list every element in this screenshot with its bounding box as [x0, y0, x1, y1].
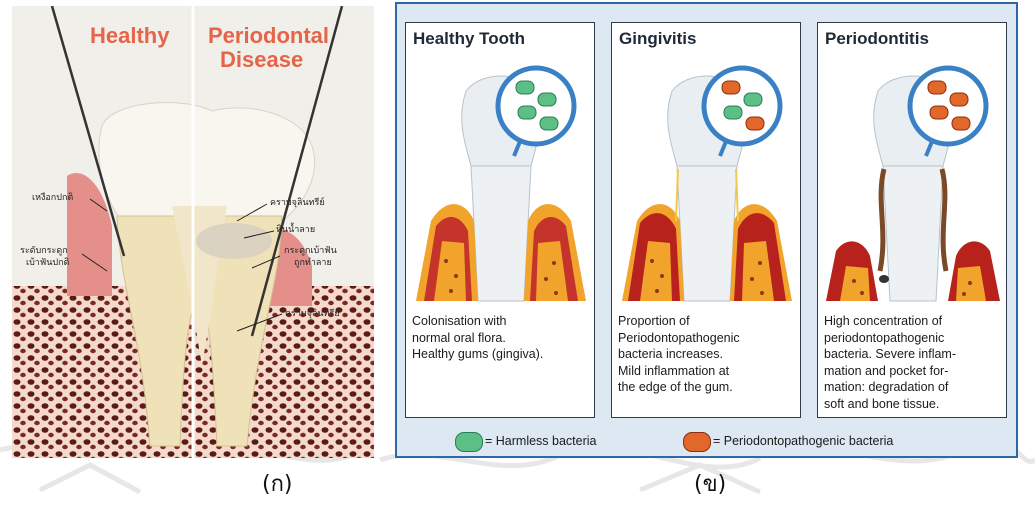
label-calculus: หินน้ำลาย — [276, 225, 315, 236]
panel-b-disease-stages: Healthy Tooth Colonisation with normal o… — [395, 2, 1018, 458]
label-bone-level-2: เบ้าฟันปกติ — [26, 258, 69, 269]
stage-description: Colonisation with normal oral flora. Hea… — [412, 313, 592, 363]
heading-periodontal: Periodontal — [208, 24, 329, 48]
periodontal-comparison-illustration — [12, 6, 374, 458]
stage-gingivitis: Gingivitis Proportion of Periodontopatho… — [611, 22, 801, 418]
stage-description: Proportion of Periodontopathogenic bacte… — [618, 313, 798, 396]
healthy-tooth-illustration — [406, 51, 595, 313]
caption-b: (ข) — [694, 466, 726, 501]
legend-pathogenic: = Periodontopathogenic bacteria — [713, 434, 893, 448]
periodontitis-illustration — [818, 51, 1007, 313]
caption-a: (ก) — [262, 466, 293, 501]
label-bone-level-1: ระดับกระดูก — [20, 246, 68, 257]
stage-description: High concentration of periodontopathogen… — [824, 313, 1004, 412]
label-bone-destroyed-2: ถูกทำลาย — [294, 258, 332, 269]
stage-title: Healthy Tooth — [413, 29, 525, 49]
heading-disease: Disease — [220, 48, 303, 72]
stage-title: Periodontitis — [825, 29, 929, 49]
label-plaque-top: คราบจุลินทรีย์ — [270, 198, 325, 209]
panel-a-periodontal-illustration: Healthy Periodontal Disease เหงือกปกติ ร… — [12, 6, 374, 458]
stage-healthy-tooth: Healthy Tooth Colonisation with normal o… — [405, 22, 595, 418]
gingivitis-illustration — [612, 51, 801, 313]
pathogenic-bacteria-icon — [683, 432, 711, 452]
label-gum-normal: เหงือกปกติ — [32, 193, 73, 204]
legend-harmless: = Harmless bacteria — [485, 434, 597, 448]
heading-healthy: Healthy — [90, 24, 169, 48]
label-plaque-bottom: คราบจุลินทรีย์ — [285, 309, 340, 320]
label-bone-destroyed-1: กระดูกเบ้าฟัน — [284, 246, 337, 257]
stage-title: Gingivitis — [619, 29, 696, 49]
stage-periodontitis: Periodontitis High concentration of peri… — [817, 22, 1007, 418]
harmless-bacteria-icon — [455, 432, 483, 452]
